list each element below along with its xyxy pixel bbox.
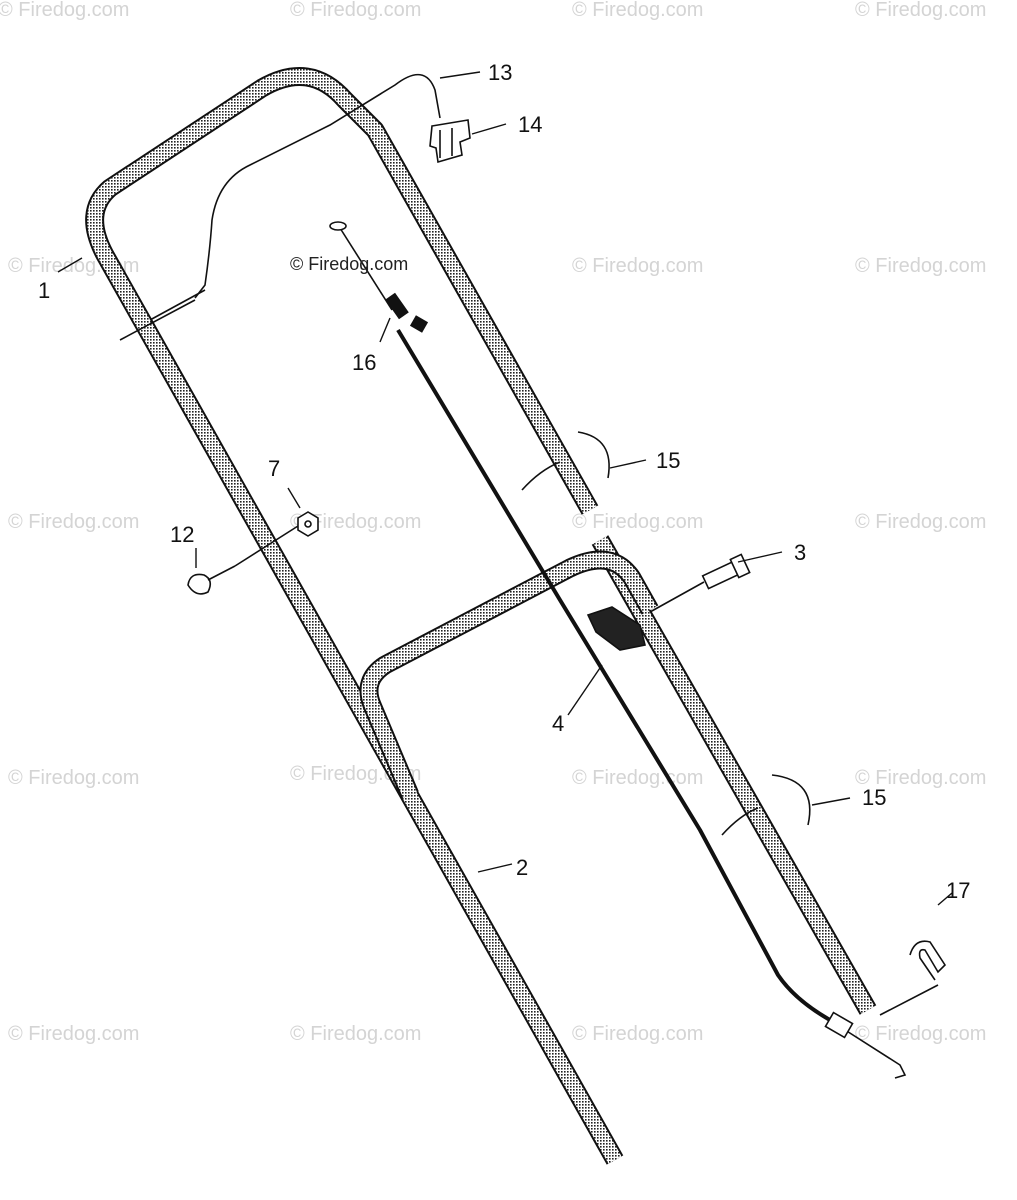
- watermark: © Firedog.com: [290, 0, 421, 21]
- watermark: © Firedog.com: [572, 0, 703, 21]
- watermark-layer: © Firedog.com © Firedog.com © Firedog.co…: [0, 0, 986, 1045]
- leader-lines: [57, 71, 953, 906]
- watermark: © Firedog.com: [572, 255, 703, 277]
- callout-label: 13: [488, 60, 512, 85]
- watermark: © Firedog.com: [290, 1023, 421, 1045]
- watermark: © Firedog.com: [855, 0, 986, 21]
- watermark: © Firedog.com: [855, 1023, 986, 1045]
- callout-label: 16: [352, 350, 376, 375]
- watermark-center: © Firedog.com: [290, 254, 408, 274]
- control-cable: [119, 73, 441, 341]
- watermark: © Firedog.com: [855, 255, 986, 277]
- cable-clip-14: [429, 119, 471, 164]
- watermark: © Firedog.com: [8, 511, 139, 533]
- watermark: © Firedog.com: [0, 0, 129, 21]
- watermark: © Firedog.com: [572, 767, 703, 789]
- watermark: © Firedog.com: [8, 1023, 139, 1045]
- nut-7: [297, 511, 319, 537]
- watermark: © Firedog.com: [572, 1023, 703, 1045]
- cable-tie-15b: [721, 774, 811, 836]
- long-cable: [396, 328, 907, 1079]
- callout-label: 4: [552, 711, 564, 736]
- cable-end-16: [329, 221, 429, 333]
- right-handle-tube: [591, 535, 877, 1015]
- hairpin-17: [879, 940, 947, 1016]
- lower-handle-crossbar: [359, 550, 659, 799]
- watermark: © Firedog.com: [290, 511, 421, 533]
- callout-label: 15: [656, 448, 680, 473]
- callout-label: 1: [38, 278, 50, 303]
- callout-label: 15: [862, 785, 886, 810]
- watermark: © Firedog.com: [855, 511, 986, 533]
- cable-tie-15a: [521, 431, 610, 491]
- callout-label: 12: [170, 522, 194, 547]
- callout-label: 2: [516, 855, 528, 880]
- callout-label: 17: [946, 878, 970, 903]
- watermark: © Firedog.com: [855, 767, 986, 789]
- callout-label: 14: [518, 112, 542, 137]
- eyebolt-12: [187, 525, 299, 595]
- bolt-3: [649, 553, 751, 613]
- callout-labels: 1 2 3 4 7 12 13 14 15 15 16 17: [38, 60, 970, 903]
- callout-label: 7: [268, 456, 280, 481]
- knob-4: [586, 606, 646, 651]
- watermark: © Firedog.com: [8, 767, 139, 789]
- callout-label: 3: [794, 540, 806, 565]
- watermark: © Firedog.com: [572, 511, 703, 533]
- upper-handle: [85, 67, 624, 1165]
